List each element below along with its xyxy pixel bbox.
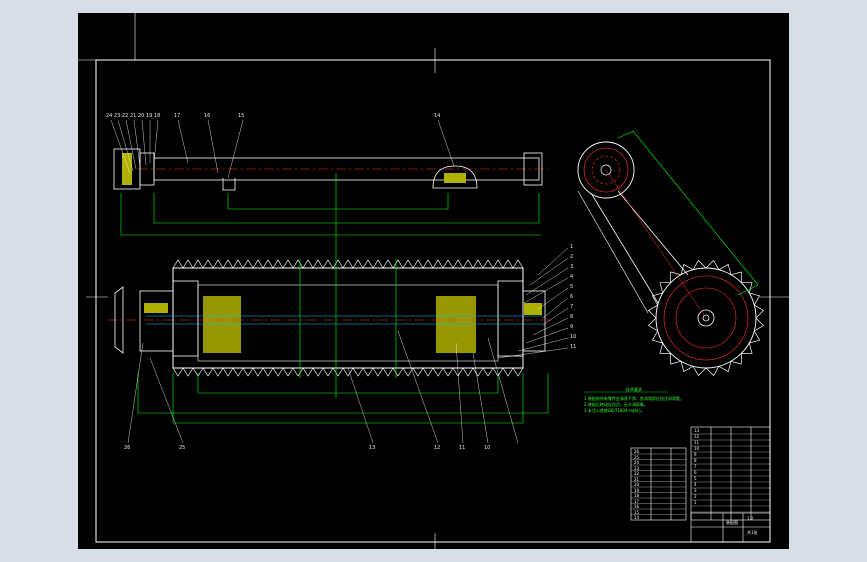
parts-row-number: 6: [694, 470, 697, 475]
drawing-sheet: 24 23 22 21 20 19 18 17 16 15 14 1 2 3 4…: [78, 13, 789, 549]
parts-row-number: 2: [694, 494, 697, 499]
balloon-label: 13: [369, 445, 376, 451]
balloon-label: 25: [179, 445, 186, 451]
inner-border: [95, 59, 771, 543]
balloon-label: 18: [154, 113, 161, 119]
parts-row-number: 7: [694, 464, 697, 469]
balloon-label: 14: [434, 113, 441, 119]
parts-row-number: 13: [694, 428, 700, 433]
parts-row-number: 11: [694, 440, 700, 445]
balloon-label: 15: [238, 113, 245, 119]
parts-row-number: 14: [634, 515, 640, 520]
balloon-label: 17: [174, 113, 181, 119]
roller-section: [108, 173, 553, 424]
parts-row-number: 12: [694, 434, 700, 439]
balloon-label: 4: [570, 274, 574, 280]
balloon-leaders: [110, 119, 569, 444]
side-view: [577, 130, 765, 377]
balloon-label: 21: [130, 113, 137, 119]
title-block-rows: [631, 433, 770, 515]
balloon-label: 11: [570, 344, 577, 350]
tech-notes-title: 技术要求: [626, 387, 642, 392]
balloon-label: 10: [570, 334, 577, 340]
balloon-label: 10: [484, 445, 491, 451]
balloon-label: 20: [138, 113, 145, 119]
parts-row-number: 22: [634, 471, 640, 476]
parts-row-number: 19: [634, 487, 640, 493]
balloon-label: 19: [146, 113, 153, 119]
balloon-label: 23: [114, 113, 121, 119]
parts-row-number: 24: [634, 460, 640, 465]
balloon-label: 8: [570, 314, 574, 320]
sheet-label: 共1张: [747, 530, 758, 535]
balloon-label: 5: [570, 284, 574, 290]
title-block: [630, 426, 771, 543]
parts-row-number: 26: [634, 449, 640, 454]
parts-row-number: 23: [634, 465, 640, 471]
balloon-label: 6: [570, 294, 574, 300]
parts-row-number: 17: [634, 498, 640, 504]
parts-row-number: 5: [694, 476, 697, 481]
balloon-label: 26: [124, 445, 131, 451]
parts-row-number: 3: [694, 488, 697, 493]
scale-label: 1:2: [747, 516, 754, 521]
balloon-label: 2: [570, 254, 574, 260]
balloon-label: 11: [459, 445, 466, 451]
parts-row-number: 20: [634, 482, 640, 487]
parts-row-number: 21: [634, 476, 640, 482]
parts-row-number: 18: [634, 493, 640, 498]
tech-note-line: 1.装配前所有零件应清洗干净，各润滑部位加注润滑脂。: [584, 396, 684, 401]
parts-row-number: 1: [694, 500, 697, 505]
parts-row-number: 4: [694, 482, 697, 487]
balloon-label: 12: [434, 445, 441, 451]
tech-note-line: 3.未注公差按GB/T1804-m执行。: [584, 408, 645, 413]
cad-drawing: [78, 13, 789, 549]
balloon-label: 1: [570, 244, 574, 250]
parts-row-number: 8: [694, 458, 697, 463]
drawing-title: 装配图: [726, 520, 738, 525]
parts-row-number: 9: [694, 452, 697, 457]
parts-row-number: 25: [634, 454, 640, 460]
parts-row-number: 15: [634, 509, 640, 515]
balloon-label: 3: [570, 264, 574, 270]
upper-shaft-assembly: [113, 148, 548, 236]
balloon-label: 7: [570, 304, 574, 310]
balloon-label: 22: [122, 113, 129, 119]
tech-note-line: 2.装配后转动应灵活，无卡滞现象。: [584, 402, 648, 407]
balloon-label: 16: [204, 113, 211, 119]
parts-row-number: 10: [694, 446, 700, 451]
parts-row-number: 16: [634, 504, 640, 509]
balloon-label: 24: [106, 113, 113, 119]
balloon-label: 9: [570, 324, 574, 330]
